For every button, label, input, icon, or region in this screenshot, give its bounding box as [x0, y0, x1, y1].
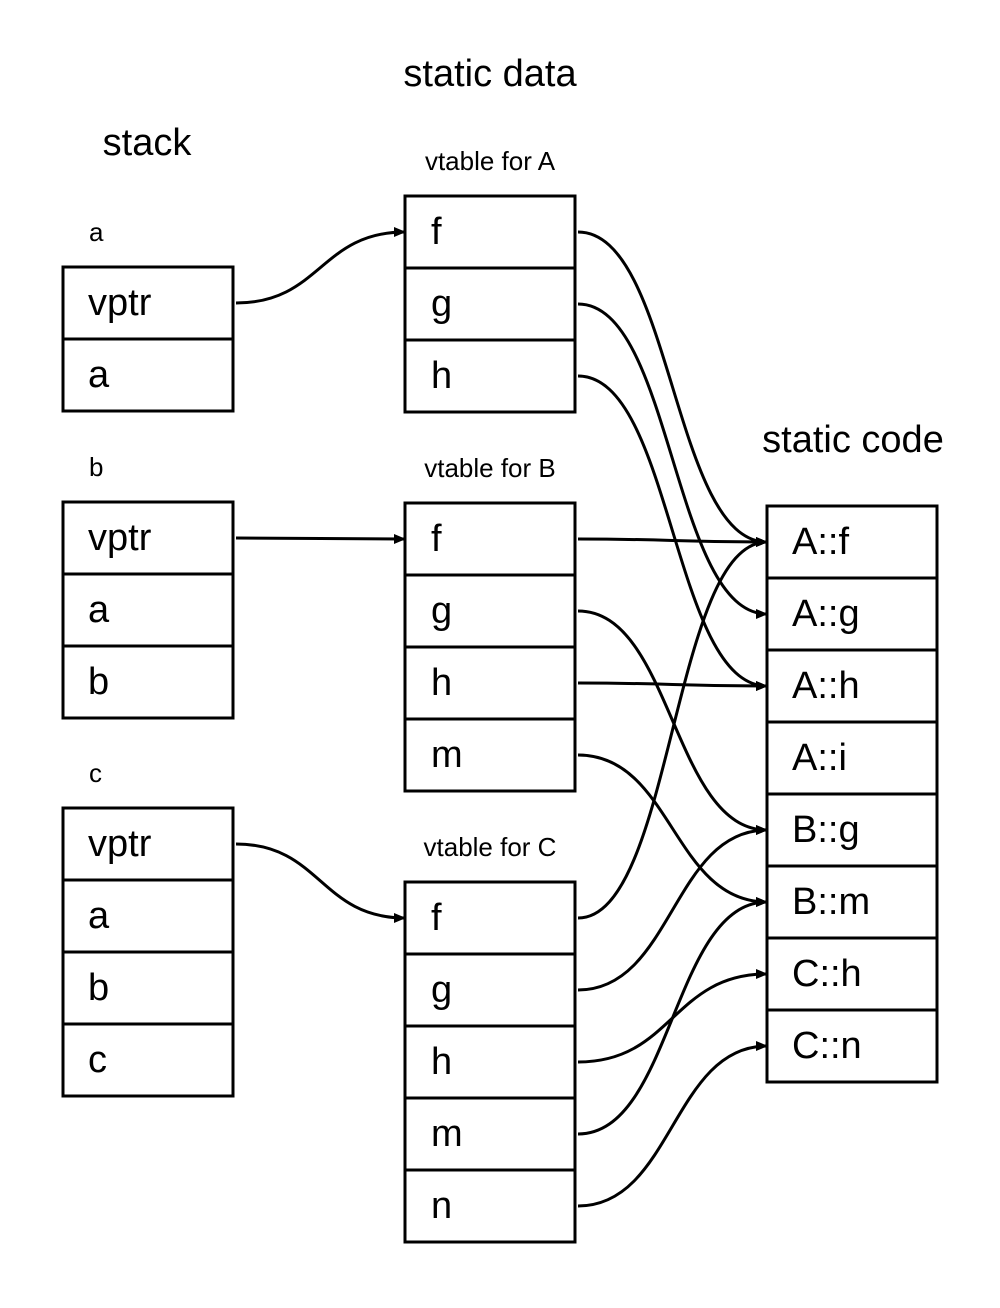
code-cell: [765, 504, 939, 580]
static-code-title: static code: [762, 419, 944, 461]
code-edge-C-n: [577, 1041, 768, 1208]
code-edge-A-g: [577, 302, 768, 619]
vtable-entry-cell: [403, 1168, 577, 1244]
vptr-edge-b-to-vtable-B: [235, 533, 406, 544]
vtable-entry-cell: [403, 952, 577, 1028]
code-edge-C-g: [577, 825, 768, 992]
code-cell: [765, 936, 939, 1012]
vtable-entry-h: h: [431, 355, 452, 397]
stack-field-cell: [61, 500, 235, 576]
vtable-label: vtable for B: [424, 453, 556, 483]
stack-field-cell: [61, 337, 235, 413]
code-cell: [765, 720, 939, 796]
code-function-a-f: A::f: [792, 521, 849, 563]
stack-field-cell: [61, 1022, 235, 1098]
vtable-entry-f: f: [431, 897, 442, 939]
stack-object-label: a: [89, 217, 104, 247]
stack-field-cell: [61, 806, 235, 882]
stack-field-vptr: vptr: [88, 823, 152, 865]
stack-field-c: c: [88, 1039, 107, 1081]
code-edge-B-h: [577, 680, 768, 691]
vtable-entry-cell: [403, 194, 577, 270]
code-edge-A-f: [577, 230, 768, 547]
code-function-c-n: C::n: [792, 1025, 862, 1067]
code-edge-A-h: [577, 374, 768, 691]
stack-field-cell: [61, 265, 235, 341]
vtable-label: vtable for C: [424, 832, 557, 862]
stack-object-a: a vptr a: [61, 217, 235, 413]
stack-title: stack: [103, 122, 193, 164]
vptr-edge-a-to-vtable-A: [235, 227, 406, 305]
vtable-entry-cell: [403, 1096, 577, 1172]
vtable-entry-f: f: [431, 211, 442, 253]
code-edge-C-m: [577, 897, 768, 1136]
code-function-a-g: A::g: [792, 593, 860, 635]
stack-field-b: b: [88, 967, 109, 1009]
code-edge-B-f: [577, 536, 768, 547]
code-function-a-i: A::i: [792, 737, 847, 779]
vptr-edge-c-to-vtable-C: [235, 842, 406, 923]
stack-field-a: a: [88, 354, 110, 396]
stack-field-a: a: [88, 589, 110, 631]
vtable-entry-cell: [403, 645, 577, 721]
stack-field-cell: [61, 572, 235, 648]
vtable-A: vtable for A fgh: [403, 146, 577, 414]
stack-field-vptr: vptr: [88, 282, 152, 324]
vtable-entry-f: f: [431, 518, 442, 560]
code-function-b-g: B::g: [792, 809, 860, 851]
stack-field-a: a: [88, 895, 110, 937]
stack-field-b: b: [88, 661, 109, 703]
code-function-c-h: C::h: [792, 953, 862, 995]
static-data-title: static data: [403, 53, 577, 95]
stack-object-label: c: [89, 758, 102, 788]
code-function-b-m: B::m: [792, 881, 870, 923]
code-edge-B-m: [577, 753, 768, 907]
vtable-entry-m: m: [431, 1113, 463, 1155]
vtable-entry-h: h: [431, 662, 452, 704]
static-code-table: A::fA::gA::hA::iB::gB::mC::hC::n: [765, 504, 939, 1084]
vtable-entry-cell: [403, 1024, 577, 1100]
stack-object-label: b: [89, 452, 103, 482]
code-edge-C-f: [577, 537, 768, 920]
code-function-a-h: A::h: [792, 665, 860, 707]
vtable-label: vtable for A: [425, 146, 556, 176]
code-edge-B-g: [577, 609, 768, 835]
vtable-entry-cell: [403, 501, 577, 577]
vtable-entry-cell: [403, 266, 577, 342]
code-cell: [765, 864, 939, 940]
vtable-entry-g: g: [431, 969, 452, 1011]
stack-field-cell: [61, 644, 235, 720]
vtable-entry-cell: [403, 573, 577, 649]
stack-field-cell: [61, 950, 235, 1026]
stack-field-cell: [61, 878, 235, 954]
vtable-entry-g: g: [431, 590, 452, 632]
stack-field-vptr: vptr: [88, 517, 152, 559]
vtable-entry-h: h: [431, 1041, 452, 1083]
vtable-entry-cell: [403, 338, 577, 414]
vtable-entry-cell: [403, 880, 577, 956]
code-cell: [765, 1008, 939, 1084]
vtable-entry-n: n: [431, 1185, 452, 1227]
vtable-entry-g: g: [431, 283, 452, 325]
vtable-entry-cell: [403, 717, 577, 793]
code-cell: [765, 792, 939, 868]
vtable-entry-m: m: [431, 734, 463, 776]
